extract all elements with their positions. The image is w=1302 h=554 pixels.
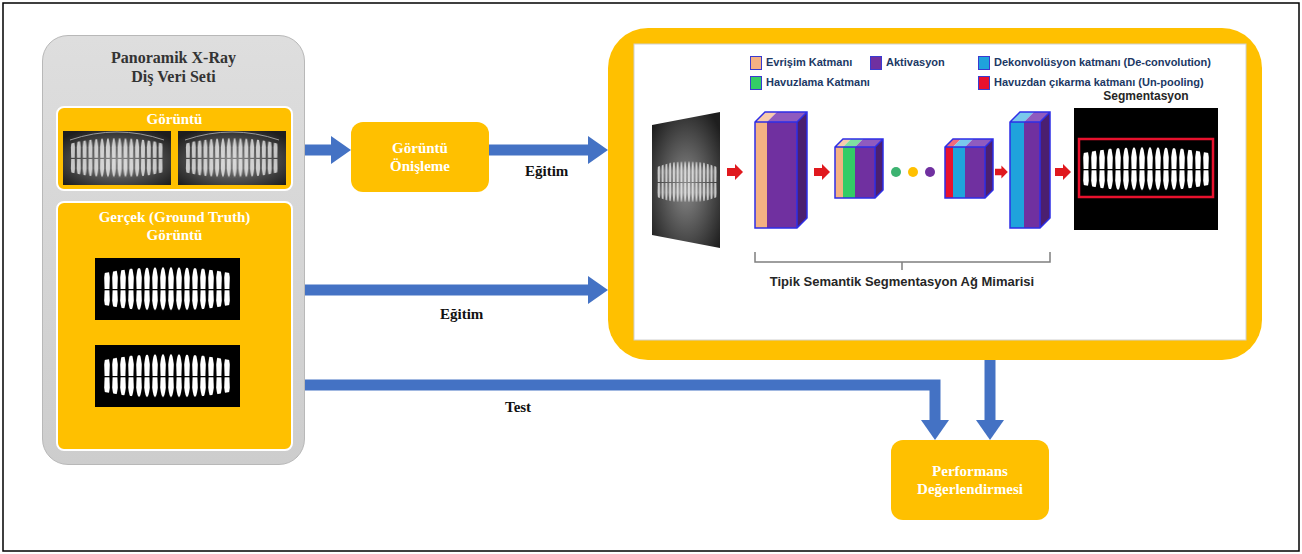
legend-swatch <box>978 56 990 70</box>
legend-text: Havuzdan çıkarma katmanı (Un-pooling) <box>994 76 1204 89</box>
segmentation-output <box>1074 108 1218 230</box>
legend-text: Dekonvolüsyon katmanı (De-convolution) <box>994 56 1211 69</box>
dataset-panel: Panoramik X-Ray Diş Veri SetiGörüntüGerç… <box>42 35 305 465</box>
node-label: Performans Değerlendirmesi <box>891 462 1049 498</box>
network-canvas <box>634 44 1246 340</box>
bracket <box>755 252 1050 270</box>
ground-truth-mask <box>95 345 240 407</box>
legend-swatch <box>750 76 762 90</box>
xray-image <box>178 131 286 185</box>
node-label: Panoramik X-Ray Diş Veri Seti <box>104 48 244 86</box>
output-label: Segmentasyon <box>1086 89 1206 103</box>
node-label: Görüntü Önişleme <box>351 139 489 175</box>
ground-truth-mask <box>95 258 240 320</box>
legend-item: Havuzlama Katmanı <box>750 76 870 90</box>
page-frame <box>3 3 1299 551</box>
legend-text: Evrişim Katmanı <box>766 56 852 69</box>
xray-input <box>652 112 720 248</box>
pooling-block <box>835 139 883 198</box>
legend-item: Dekonvolüsyon katmanı (De-convolution) <box>978 56 1211 70</box>
process-box: Görüntü Önişleme <box>351 122 489 192</box>
node-label: Görüntü <box>58 108 291 128</box>
flow-arrow <box>293 385 935 421</box>
edge-label: Test <box>505 398 531 416</box>
node-label: Tipik Semantik Segmentasyon Ağ Mimarisi <box>737 274 1067 290</box>
encoder-block <box>755 112 807 228</box>
process-box: Performans Değerlendirmesi <box>891 440 1049 520</box>
unpooling-block <box>945 139 993 198</box>
legend-text: Havuzlama Katmanı <box>766 76 870 89</box>
legend-item: Havuzdan çıkarma katmanı (Un-pooling) <box>978 76 1204 90</box>
legend-swatch <box>978 76 990 90</box>
flow-arrow <box>985 360 996 421</box>
image-group-box: Görüntü <box>56 106 293 191</box>
edge-label: Eğitim <box>440 305 483 323</box>
flow-arrow <box>727 164 1071 180</box>
ellipsis-dots <box>891 167 935 177</box>
decoder-block <box>1010 112 1050 228</box>
ground-truth-box: Gerçek (Ground Truth) Görüntü <box>56 201 293 451</box>
legend-swatch <box>750 56 762 70</box>
legend-item: Aktivasyon <box>870 56 945 70</box>
legend-swatch <box>870 56 882 70</box>
xray-image <box>63 131 171 185</box>
legend-text: Aktivasyon <box>886 56 945 69</box>
node-label: Gerçek (Ground Truth) Görüntü <box>58 203 291 244</box>
legend-item: Evrişim Katmanı <box>750 56 852 70</box>
flow-arrow <box>293 285 589 296</box>
flow-arrow <box>489 145 589 156</box>
edge-label: Eğitim <box>525 162 568 180</box>
